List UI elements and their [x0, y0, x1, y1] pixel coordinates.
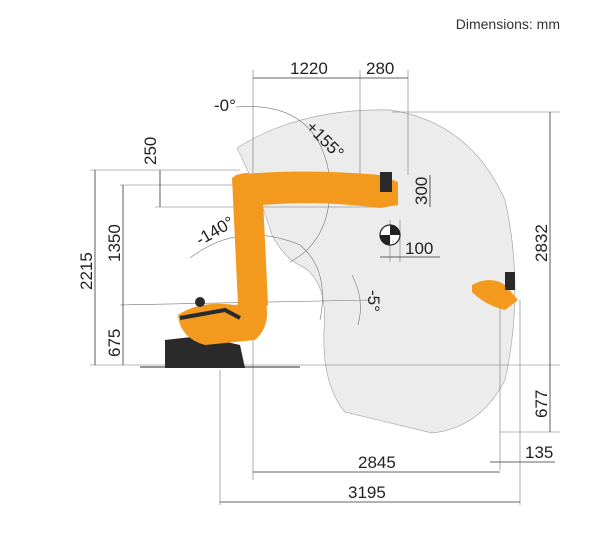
units-caption: Dimensions: mm	[455, 16, 560, 32]
dim-1350: 1350	[105, 224, 124, 262]
dimension-lines	[94, 77, 555, 503]
axis-arc-a2	[189, 234, 323, 321]
tcp-marker-icon	[379, 224, 401, 246]
robot-lower-arm	[232, 173, 268, 312]
robot-flange-tool	[380, 172, 392, 192]
angle-0: -0°	[214, 96, 236, 115]
dim-677: 677	[532, 390, 551, 418]
dim-1220: 1220	[290, 59, 328, 78]
dim-2215: 2215	[77, 252, 96, 290]
angle-140: -140°	[193, 213, 238, 250]
dim-3195: 3195	[348, 483, 386, 502]
robot-base-dark	[165, 336, 245, 368]
dim-675: 675	[105, 329, 124, 357]
dim-2845: 2845	[358, 453, 396, 472]
robot-arm	[165, 171, 398, 368]
dim-280: 280	[366, 59, 394, 78]
robot-reach-pose	[472, 272, 518, 310]
robot-base	[178, 300, 268, 345]
robot-upper-arm	[235, 171, 398, 208]
dim-135: 135	[525, 443, 553, 462]
dim-2832: 2832	[532, 224, 551, 262]
angle-5: -5°	[364, 290, 383, 312]
dim-300: 300	[412, 177, 431, 205]
dim-100: 100	[405, 239, 433, 258]
robot-cables	[179, 307, 241, 320]
work-envelope	[236, 109, 516, 434]
dim-250: 250	[141, 137, 160, 165]
